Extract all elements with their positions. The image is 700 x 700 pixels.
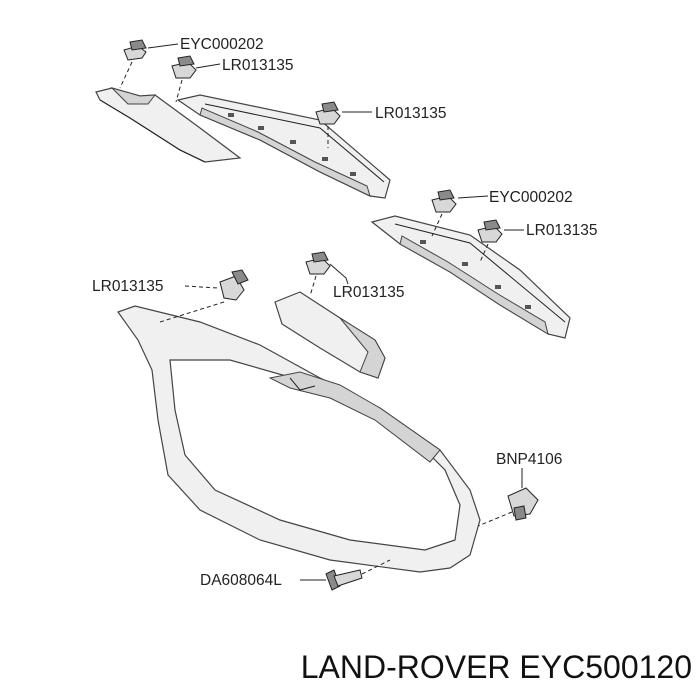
clip-lr013135-mid (315, 101, 341, 148)
trim-rail-upper (176, 94, 391, 199)
clip-eyc000202-top (119, 39, 147, 89)
trim-piece-left-upper (95, 86, 242, 163)
trim-piece-center (274, 291, 386, 379)
trim-rail-right (370, 215, 571, 339)
brand-part-number: LAND-ROVER EYC500120 (301, 649, 692, 685)
label-lr013135-mid: LR013135 (375, 105, 447, 122)
label-eyc000202-top: EYC000202 (180, 36, 264, 53)
clip-lr013135-right (477, 219, 503, 263)
label-lr013135-left: LR013135 (92, 278, 164, 295)
tailgate-trim-panel (117, 305, 481, 573)
nut-bnp4106 (477, 487, 539, 527)
clip-eyc000202-right (431, 189, 457, 237)
clip-lr013135-top (171, 55, 197, 103)
clip-lr013135-center (305, 251, 331, 297)
label-lr013135-right: LR013135 (526, 222, 598, 239)
label-lr013135-top: LR013135 (222, 57, 294, 74)
label-eyc000202-right: EYC000202 (489, 189, 573, 206)
label-bnp4106: BNP4106 (496, 451, 562, 468)
label-lr013135-center: LR013135 (333, 284, 405, 301)
screw-da608064l (325, 559, 391, 591)
label-da608064l: DA608064L (200, 572, 282, 589)
clip-lr013135-left (159, 269, 249, 323)
